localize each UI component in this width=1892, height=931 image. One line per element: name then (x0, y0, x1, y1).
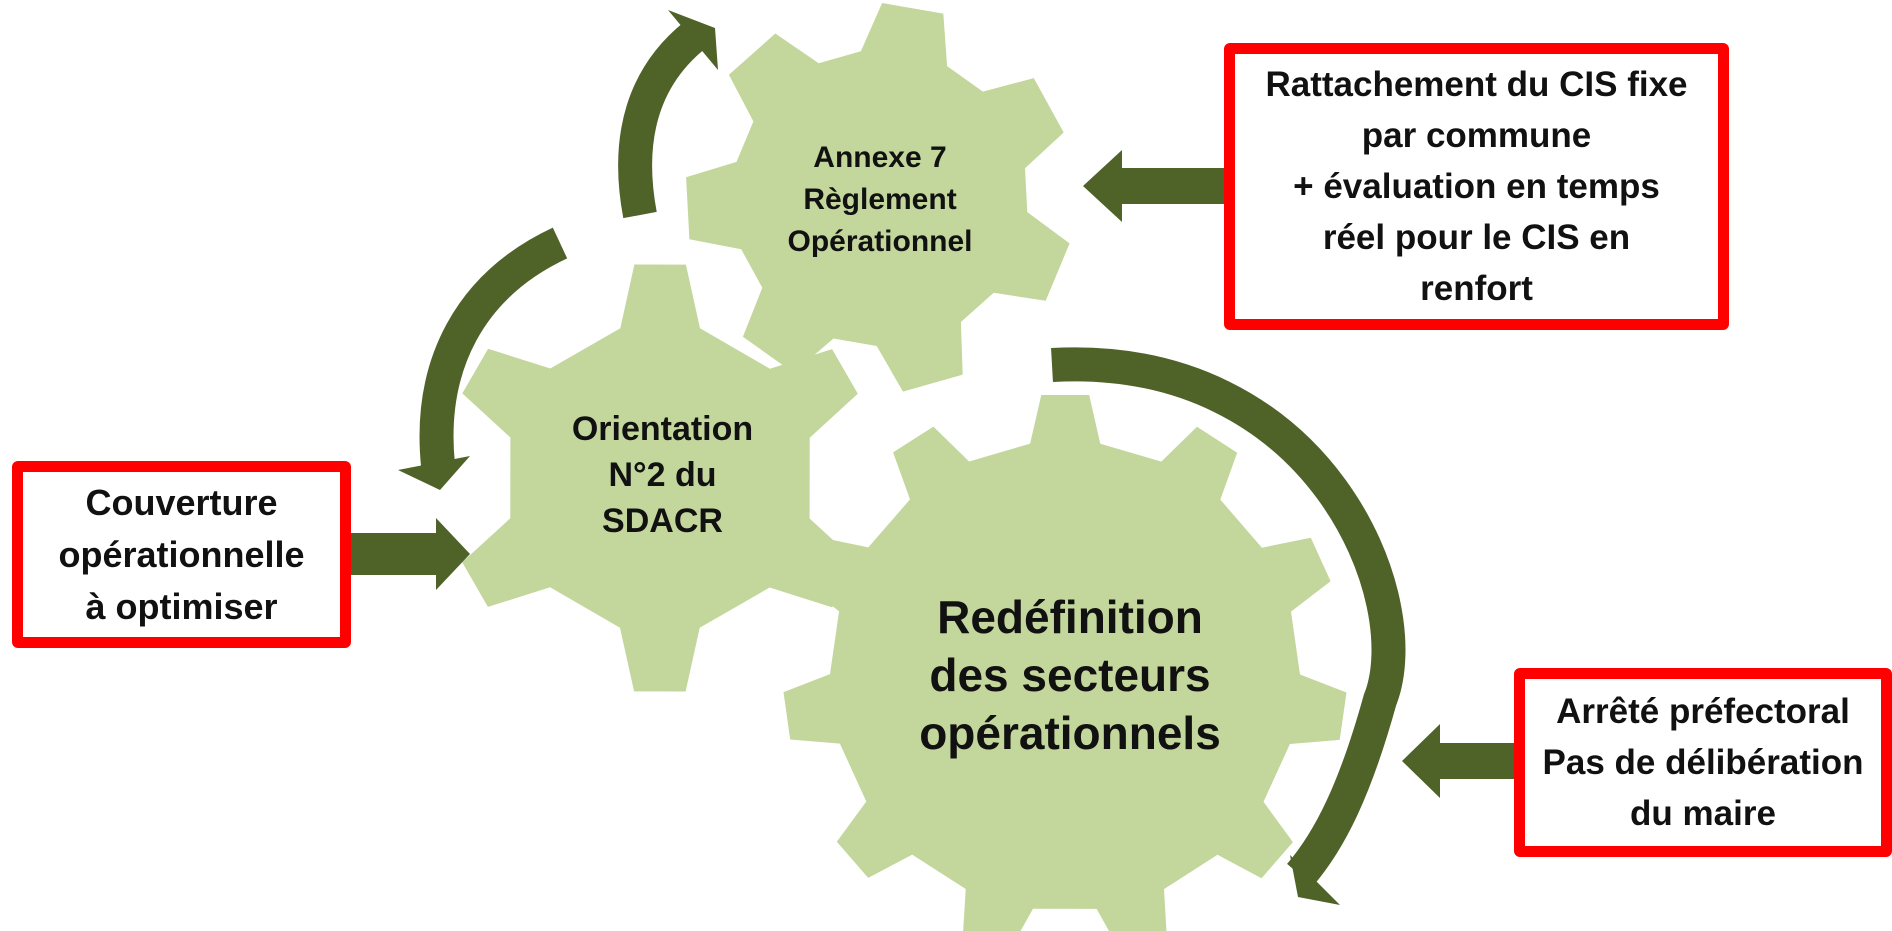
box-top-right: Rattachement du CIS fixe par commune + é… (1224, 43, 1729, 330)
box-top-right-line-4: réel pour le CIS en (1322, 218, 1631, 257)
arrowhead-bottom-right (1290, 855, 1340, 905)
box-left-line-3: à optimiser (85, 585, 278, 627)
box-bottom-right: Arrêté préfectoral Pas de délibération d… (1514, 668, 1892, 857)
arrow-bottom-right-box-to-gear (1402, 724, 1515, 798)
box-bottom-right-line-1: Arrêté préfectoral (1556, 692, 1850, 731)
gear-large-label: Redéfinition des secteurs opérationnels (855, 580, 1285, 770)
box-top-right-line-5: renfort (1420, 269, 1533, 308)
gear-medium-line-1: Orientation (571, 410, 754, 448)
box-top-right-line-3: + évaluation en temps (1293, 167, 1660, 206)
gear-small-line-1: Annexe 7 (813, 141, 947, 174)
box-top-right-line-1: Rattachement du CIS fixe (1265, 65, 1688, 104)
box-left: Couverture opérationnelle à optimiser (12, 461, 351, 648)
gear-medium-line-2: N°2 du (608, 456, 717, 494)
curved-arrow-small-to-medium (419, 227, 568, 467)
gear-medium-line-3: SDACR (602, 502, 723, 540)
arrow-left-box-to-gear (351, 518, 470, 590)
gear-large-line-1: Redéfinition (937, 591, 1203, 643)
box-left-line-2: opérationnelle (58, 533, 305, 575)
arrowhead-top (668, 10, 718, 70)
gear-large-line-3: opérationnels (919, 707, 1221, 759)
box-top-right-line-2: par commune (1361, 116, 1592, 155)
gear-small (686, 3, 1070, 392)
gear-small-line-3: Opérationnel (787, 225, 973, 258)
gear-small-label: Annexe 7 Règlement Opérationnel (735, 125, 1025, 275)
box-bottom-right-line-2: Pas de délibération (1542, 743, 1864, 782)
curved-arrow-medium-to-small (618, 21, 706, 219)
gear-small-line-2: Règlement (803, 183, 957, 216)
box-bottom-right-line-3: du maire (1630, 794, 1776, 833)
gear-large-line-2: des secteurs (929, 649, 1211, 701)
gear-medium (462, 264, 858, 692)
arrowhead-left-down (398, 456, 470, 490)
gear-large (783, 395, 1347, 931)
gear-medium-label: Orientation N°2 du SDACR (520, 400, 805, 550)
curved-arrow-large-clockwise (1051, 347, 1406, 887)
box-left-line-1: Couverture (85, 481, 278, 523)
arrow-top-right-box-to-gear (1083, 150, 1225, 222)
